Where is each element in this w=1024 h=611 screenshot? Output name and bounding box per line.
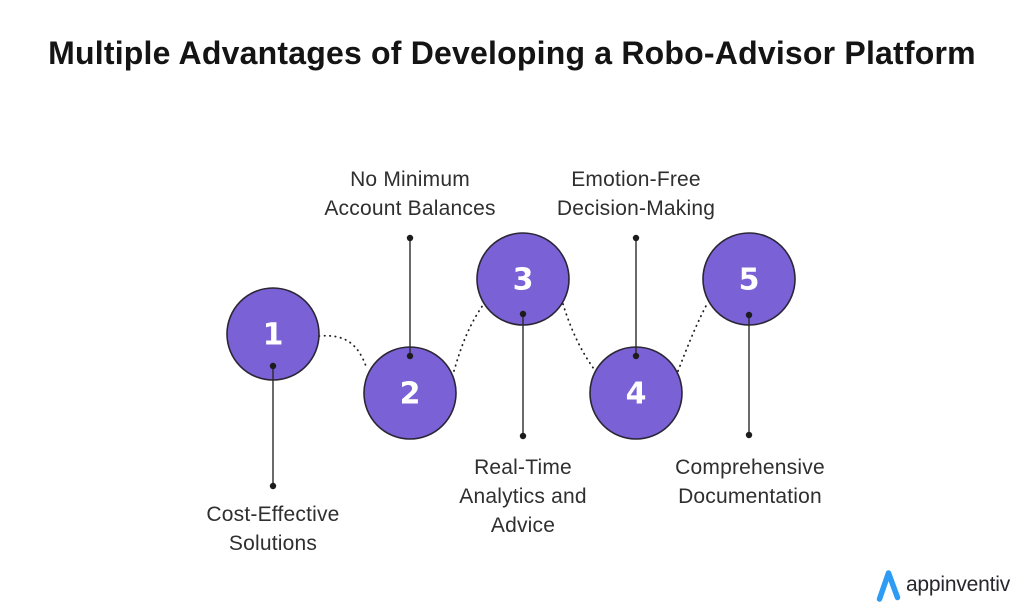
step-label-emotion-free-decision-making: Emotion-Free Decision-Making: [556, 168, 716, 220]
step-label-cost-effective-solutions: Cost-Effective Solutions: [206, 503, 340, 555]
connector-step4-step5: [677, 303, 708, 372]
leader-line-step1: [269, 362, 277, 490]
connector-step3-step4: [562, 303, 595, 370]
leader-line-step5: [745, 311, 753, 439]
leader-line-step3: [519, 310, 527, 440]
appinventiv-a-icon: [875, 567, 901, 603]
leader-line-step2: [406, 234, 414, 360]
appinventiv-logo-text: appinventiv: [905, 573, 1010, 596]
connector-step2-step3: [453, 304, 484, 372]
step-label-real-time-analytics-and-advice: Real-Time Analytics and Advice: [459, 456, 587, 537]
step-number-2: 2: [400, 377, 421, 412]
step-number-4: 4: [626, 377, 647, 412]
step-label-comprehensive-documentation: Comprehensive Documentation: [675, 456, 825, 508]
connector-step1-step2: [318, 334, 368, 370]
step-label-no-minimum-account-balances: No Minimum Account Balances: [324, 168, 496, 220]
leader-line-step4: [632, 234, 640, 360]
page-title: Multiple Advantages of Developing a Robo…: [48, 35, 976, 71]
step-number-5: 5: [739, 263, 760, 298]
appinventiv-logo: appinventiv: [875, 567, 1010, 603]
step-number-3: 3: [513, 263, 534, 298]
step-number-1: 1: [263, 318, 284, 353]
